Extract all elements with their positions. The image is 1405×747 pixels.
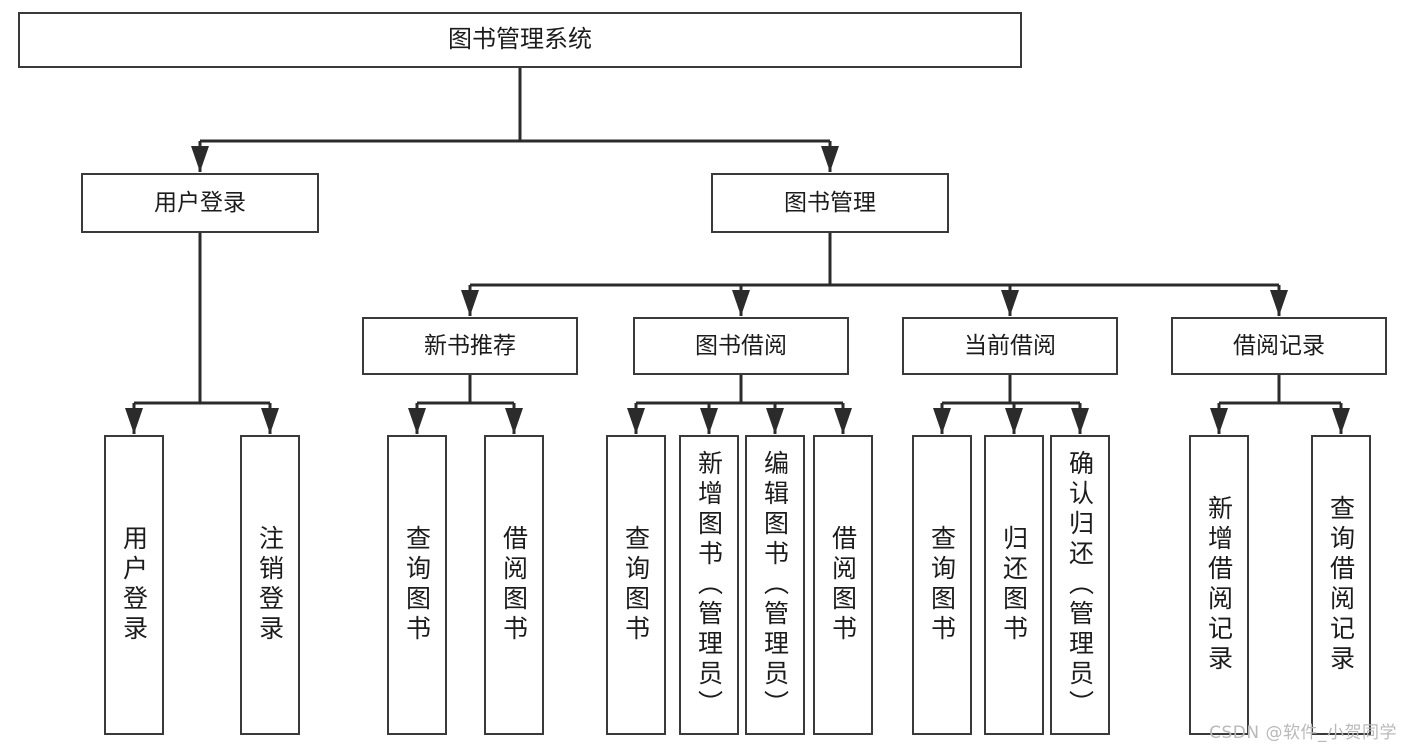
node-newbook[interactable]: 新书推荐 [362, 317, 578, 375]
node-b_add[interactable]: 新增图书（管理员） [679, 435, 739, 735]
node-label-current: 当前借阅 [964, 332, 1056, 359]
node-login[interactable]: 用户登录 [81, 173, 319, 233]
node-label-borrow: 图书借阅 [695, 332, 787, 359]
node-records[interactable]: 借阅记录 [1171, 317, 1387, 375]
node-label-b_borrow: 借阅图书 [828, 525, 858, 645]
node-label-n_borrow: 借阅图书 [499, 525, 529, 645]
node-r_add[interactable]: 新增借阅记录 [1189, 435, 1249, 735]
node-label-newbook: 新书推荐 [424, 332, 516, 359]
node-c_query[interactable]: 查询图书 [912, 435, 972, 735]
node-c_confirm[interactable]: 确认归还（管理员） [1050, 435, 1110, 735]
node-label-r_add: 新增借阅记录 [1204, 495, 1234, 675]
node-label-root: 图书管理系统 [448, 25, 592, 54]
node-c_return[interactable]: 归还图书 [984, 435, 1044, 735]
node-r_query[interactable]: 查询借阅记录 [1311, 435, 1371, 735]
node-root[interactable]: 图书管理系统 [18, 12, 1022, 68]
node-label-login: 用户登录 [154, 189, 246, 216]
node-label-b_add: 新增图书（管理员） [694, 450, 724, 720]
node-label-c_query: 查询图书 [927, 525, 957, 645]
node-b_query[interactable]: 查询图书 [606, 435, 666, 735]
node-label-records: 借阅记录 [1233, 332, 1325, 359]
node-label-c_return: 归还图书 [999, 525, 1029, 645]
node-n_borrow[interactable]: 借阅图书 [484, 435, 544, 735]
node-label-l_logout: 注销登录 [255, 525, 285, 645]
node-b_borrow[interactable]: 借阅图书 [813, 435, 873, 735]
node-b_edit[interactable]: 编辑图书（管理员） [745, 435, 805, 735]
node-n_query[interactable]: 查询图书 [387, 435, 447, 735]
node-label-n_query: 查询图书 [402, 525, 432, 645]
node-l_logout[interactable]: 注销登录 [240, 435, 300, 735]
watermark-text: CSDN @软件_小贺同学 [1209, 723, 1397, 743]
node-borrow[interactable]: 图书借阅 [633, 317, 849, 375]
node-l_login[interactable]: 用户登录 [104, 435, 164, 735]
node-label-r_query: 查询借阅记录 [1326, 495, 1356, 675]
node-label-l_login: 用户登录 [119, 525, 149, 645]
node-label-b_edit: 编辑图书（管理员） [760, 450, 790, 720]
node-current[interactable]: 当前借阅 [902, 317, 1118, 375]
node-label-c_confirm: 确认归还（管理员） [1065, 450, 1095, 720]
node-bookmgmt[interactable]: 图书管理 [711, 173, 949, 233]
node-label-bookmgmt: 图书管理 [784, 189, 876, 216]
node-label-b_query: 查询图书 [621, 525, 651, 645]
